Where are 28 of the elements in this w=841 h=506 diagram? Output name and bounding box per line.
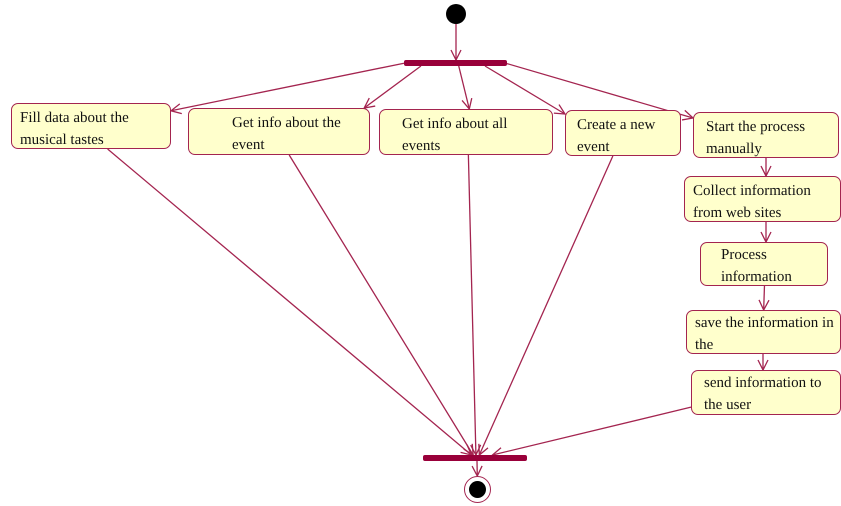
arrow (757, 354, 769, 371)
arrow (506, 62, 694, 121)
activity-box: Create a new event (565, 110, 681, 156)
arrow (364, 65, 422, 109)
arrow (458, 66, 472, 110)
activity-box: Fill data about the musical tastes (11, 103, 171, 149)
final-node (464, 476, 491, 503)
activity-box: Get info about the event (188, 108, 370, 155)
activity-box: Process information (700, 242, 828, 286)
arrow (760, 158, 772, 177)
arrow (478, 156, 614, 456)
activity-box: Start the process manually (693, 112, 839, 158)
fork-bar (404, 60, 507, 66)
arrow (288, 154, 474, 456)
join-bar (423, 455, 527, 461)
arrow (758, 286, 770, 311)
activity-box: send information to the user (691, 370, 841, 415)
arrow (760, 222, 772, 243)
activity-box: Get info about all events (379, 109, 553, 155)
initial-node (446, 4, 466, 24)
arrow (468, 154, 482, 456)
arrow (471, 460, 483, 477)
activity-box: save the information in the (686, 310, 841, 354)
arrow (450, 24, 462, 61)
activity-box: Collect information from web sites (684, 176, 841, 222)
arrow (170, 62, 404, 114)
arrow (107, 148, 472, 456)
arrow (484, 65, 566, 115)
